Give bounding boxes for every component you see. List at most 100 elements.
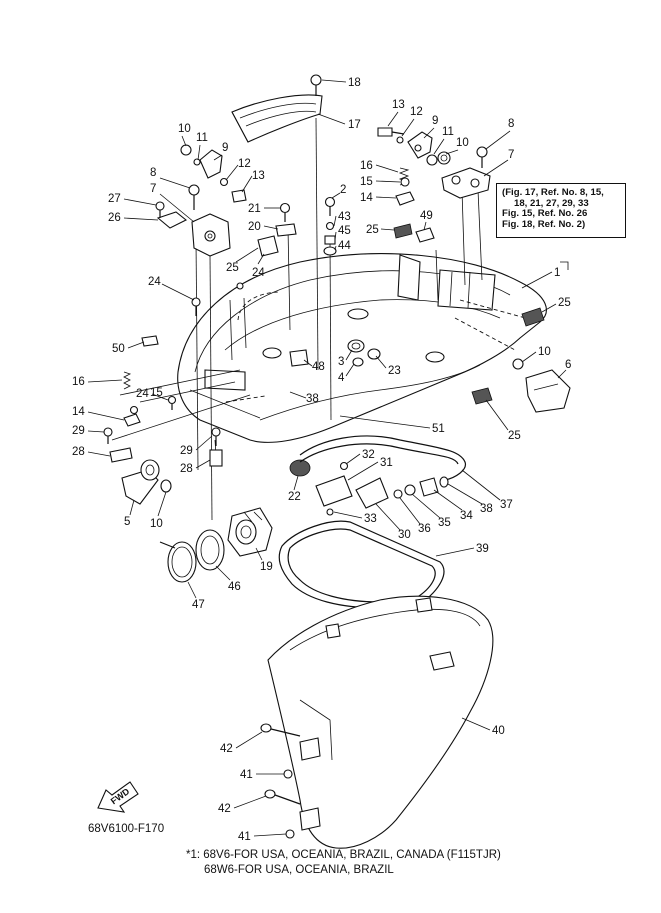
part-label-8-left: 8 [150,167,156,179]
callout-line-3: Fig. 15, Ref. No. 26 [502,208,588,220]
part-label-7-right: 7 [508,149,514,161]
part-label-44: 44 [338,240,351,252]
bracket-9-left [180,144,247,203]
part-label-25-lower: 25 [508,430,521,442]
part-label-41-lower: 41 [238,831,251,843]
part-label-2: 2 [340,184,346,196]
part-label-13-left: 13 [252,170,265,182]
bolt-column-2-43 [323,196,337,256]
part-label-8-right: 8 [508,118,514,130]
apron-part-17 [231,94,323,143]
part-label-42-upper: 42 [220,743,233,755]
grommet-25 [393,223,545,405]
footnote-line-1: *1: 68V6-FOR USA, OCEANIA, BRAZIL, CANAD… [186,849,501,861]
part-label-24-upper: 24 [252,267,265,279]
part-label-39: 39 [476,543,489,555]
part-20-21 [257,202,297,257]
left-lower-parts [103,371,177,505]
part-label-37: 37 [500,499,513,511]
part-label-15-top: 15 [360,176,373,188]
part-label-51: 51 [432,423,445,435]
bolt-18 [310,74,322,96]
reference-callout-box: (Fig. 17, Ref. No. 8, 15, 18, 21, 27, 29… [496,183,626,238]
part-28-29-center [209,427,223,467]
part-label-10-top: 10 [456,137,469,149]
part-label-25-left: 25 [226,262,239,274]
bracket-7-right [441,146,491,199]
part-label-10-lower: 10 [150,518,163,530]
callout-line-4: Fig. 18, Ref. No. 2) [502,218,586,230]
part-label-16: 16 [360,160,373,172]
part-label-22: 22 [288,491,301,503]
part-label-13-top: 13 [392,99,405,111]
part-label-34: 34 [460,510,473,522]
spring-16 [395,167,415,206]
part-label-29-left: 29 [72,425,85,437]
bracket-7-left [188,184,231,257]
part-label-24-lower: 24 [136,388,149,400]
part-label-36: 36 [418,523,431,535]
ring-46-47 [159,529,225,583]
part-label-28-left: 28 [72,446,85,458]
control-19 [227,507,273,557]
part-label-14-top: 14 [360,192,373,204]
grommet-3 [347,339,381,367]
part-label-25-center: 25 [366,224,379,236]
part-label-29-center: 29 [180,445,193,457]
lever-26 [155,201,188,229]
part-label-20: 20 [248,221,261,233]
part-label-11-left: 11 [196,132,208,144]
lower-cowl-40 [267,595,494,849]
part-label-42-lower: 42 [218,803,231,815]
part-label-15-left: 15 [150,387,163,399]
part-label-35: 35 [438,517,451,529]
part-label-12-top: 12 [410,106,423,118]
label-50 [141,335,159,347]
part-label-12-left: 12 [238,158,251,170]
part-label-6: 6 [565,359,571,371]
part-label-32: 32 [362,449,375,461]
part-label-11-top: 11 [442,126,454,138]
part-label-33: 33 [364,513,377,525]
part-label-10-right: 10 [538,346,551,358]
part-label-17: 17 [348,119,361,131]
part-label-25-right: 25 [558,297,571,309]
part-label-31: 31 [380,457,393,469]
plate-49 [415,227,435,243]
part-label-48: 48 [312,361,325,373]
part-label-14-left: 14 [72,406,85,418]
part-label-45: 45 [338,225,351,237]
part-label-4: 4 [338,372,345,384]
part-label-38-lower: 38 [480,503,493,515]
part-label-30: 30 [398,529,411,541]
part-label-7-left: 7 [150,183,156,195]
bracket-9-top [377,127,451,166]
star-marker [560,261,569,270]
part-label-26: 26 [108,212,121,224]
bracket-6 [512,358,571,413]
part-label-16-left: 16 [72,376,85,388]
part-label-18: 18 [348,77,361,89]
hose-assembly [299,435,467,509]
part-label-47: 47 [192,599,205,611]
part-label-10-left: 10 [178,123,191,135]
part-label-23: 23 [388,365,401,377]
part-label-41-upper: 41 [240,769,253,781]
part-label-43: 43 [338,211,351,223]
part-label-28-center: 28 [180,463,193,475]
part-label-5: 5 [124,516,130,528]
part-label-50: 50 [112,343,125,355]
callout-line-1: (Fig. 17, Ref. No. 8, 15, [502,187,604,198]
part-label-24-left: 24 [148,276,161,288]
part-label-46: 46 [228,581,241,593]
part-label-27: 27 [108,193,121,205]
part-label-38-upper: 38 [306,393,319,405]
part-label-19: 19 [260,561,273,573]
part-label-9-top: 9 [432,115,438,127]
fwd-arrow-icon: FWD [97,781,139,813]
leader-lines [111,117,541,521]
part-label-1: 1 [554,267,560,279]
part-label-3: 3 [338,356,344,368]
part-label-21: 21 [248,203,261,215]
part-label-49: 49 [420,210,433,222]
